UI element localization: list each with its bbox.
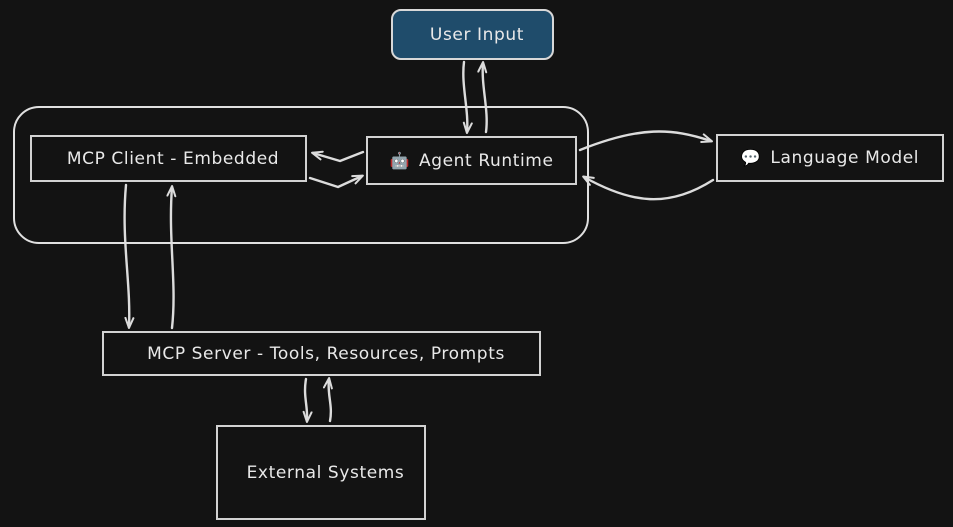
edge-language-model-to-agent-runtime xyxy=(582,175,715,201)
edge-external-systems-to-mcp-server xyxy=(322,377,333,423)
node-language-model[interactable]: 💬 Language Model xyxy=(716,134,944,182)
robot-icon: 🤖 xyxy=(389,150,410,170)
node-mcp-client[interactable]: MCP Client - Embedded xyxy=(30,135,307,182)
edge-agent-runtime-to-language-model xyxy=(578,130,713,152)
node-mcp-server[interactable]: MCP Server - Tools, Resources, Prompts xyxy=(102,331,541,376)
node-user-input-label: User Input xyxy=(429,24,525,45)
node-agent-runtime[interactable]: 🤖 Agent Runtime xyxy=(366,136,577,185)
edge-mcp-server-to-external-systems xyxy=(302,377,313,423)
node-language-model-label: Language Model xyxy=(770,148,920,168)
agent-group-container xyxy=(13,106,589,244)
node-user-input[interactable]: User Input xyxy=(391,9,554,60)
node-mcp-server-label: MCP Server - Tools, Resources, Prompts xyxy=(147,343,505,364)
node-agent-runtime-label: Agent Runtime xyxy=(419,150,554,171)
node-mcp-client-label: MCP Client - Embedded xyxy=(66,148,280,169)
node-external-systems[interactable]: External Systems xyxy=(216,425,426,520)
node-external-systems-label: External Systems xyxy=(246,462,405,483)
speech-balloon-icon: 💬 xyxy=(740,148,762,167)
